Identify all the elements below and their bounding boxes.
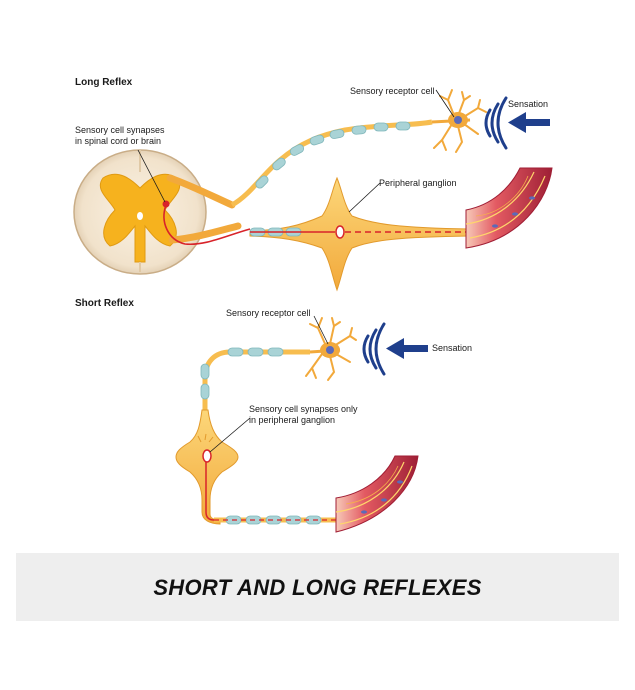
caption-title: SHORT AND LONG REFLEXES (153, 575, 482, 600)
long-receptor-label: Sensory receptor cell (350, 86, 435, 96)
long-ganglion-label: Peripheral ganglion (379, 178, 457, 188)
long-sensory-nerve (230, 119, 433, 208)
long-receptor-cell (431, 89, 487, 153)
short-sensory-nerve (200, 347, 310, 412)
short-target-tissue (335, 455, 419, 533)
short-peripheral-ganglion (175, 409, 340, 525)
long-peripheral-ganglion (249, 176, 471, 292)
short-synapse-label-line1: Sensory cell synapses only (249, 404, 358, 414)
long-sensation-icon (484, 96, 508, 150)
long-reflex-title: Long Reflex (75, 77, 133, 88)
long-synapse-label-line1: Sensory cell synapses (75, 125, 165, 135)
short-motor-nerve (214, 515, 340, 525)
caption-bar: SHORT AND LONG REFLEXES (16, 553, 619, 621)
short-sensation-label: Sensation (432, 343, 472, 353)
short-sensation-icon (362, 322, 386, 376)
short-reflex-panel: Short Reflex (75, 298, 472, 533)
short-receptor-label: Sensory receptor cell (226, 308, 311, 318)
short-reflex-title: Short Reflex (75, 298, 134, 309)
synapse-dot (162, 200, 170, 208)
long-sensation-arrow (508, 112, 550, 133)
short-receptor-cell (305, 317, 357, 381)
spinal-cord (73, 149, 251, 275)
short-synapse-label-line2: in peripheral ganglion (249, 415, 335, 425)
long-target-tissue (465, 167, 553, 249)
long-reflex-panel: Long Reflex (73, 77, 553, 292)
long-sensation-label: Sensation (508, 99, 548, 109)
long-synapse-label-line2: in spinal cord or brain (75, 136, 161, 146)
short-sensation-arrow (386, 338, 428, 359)
